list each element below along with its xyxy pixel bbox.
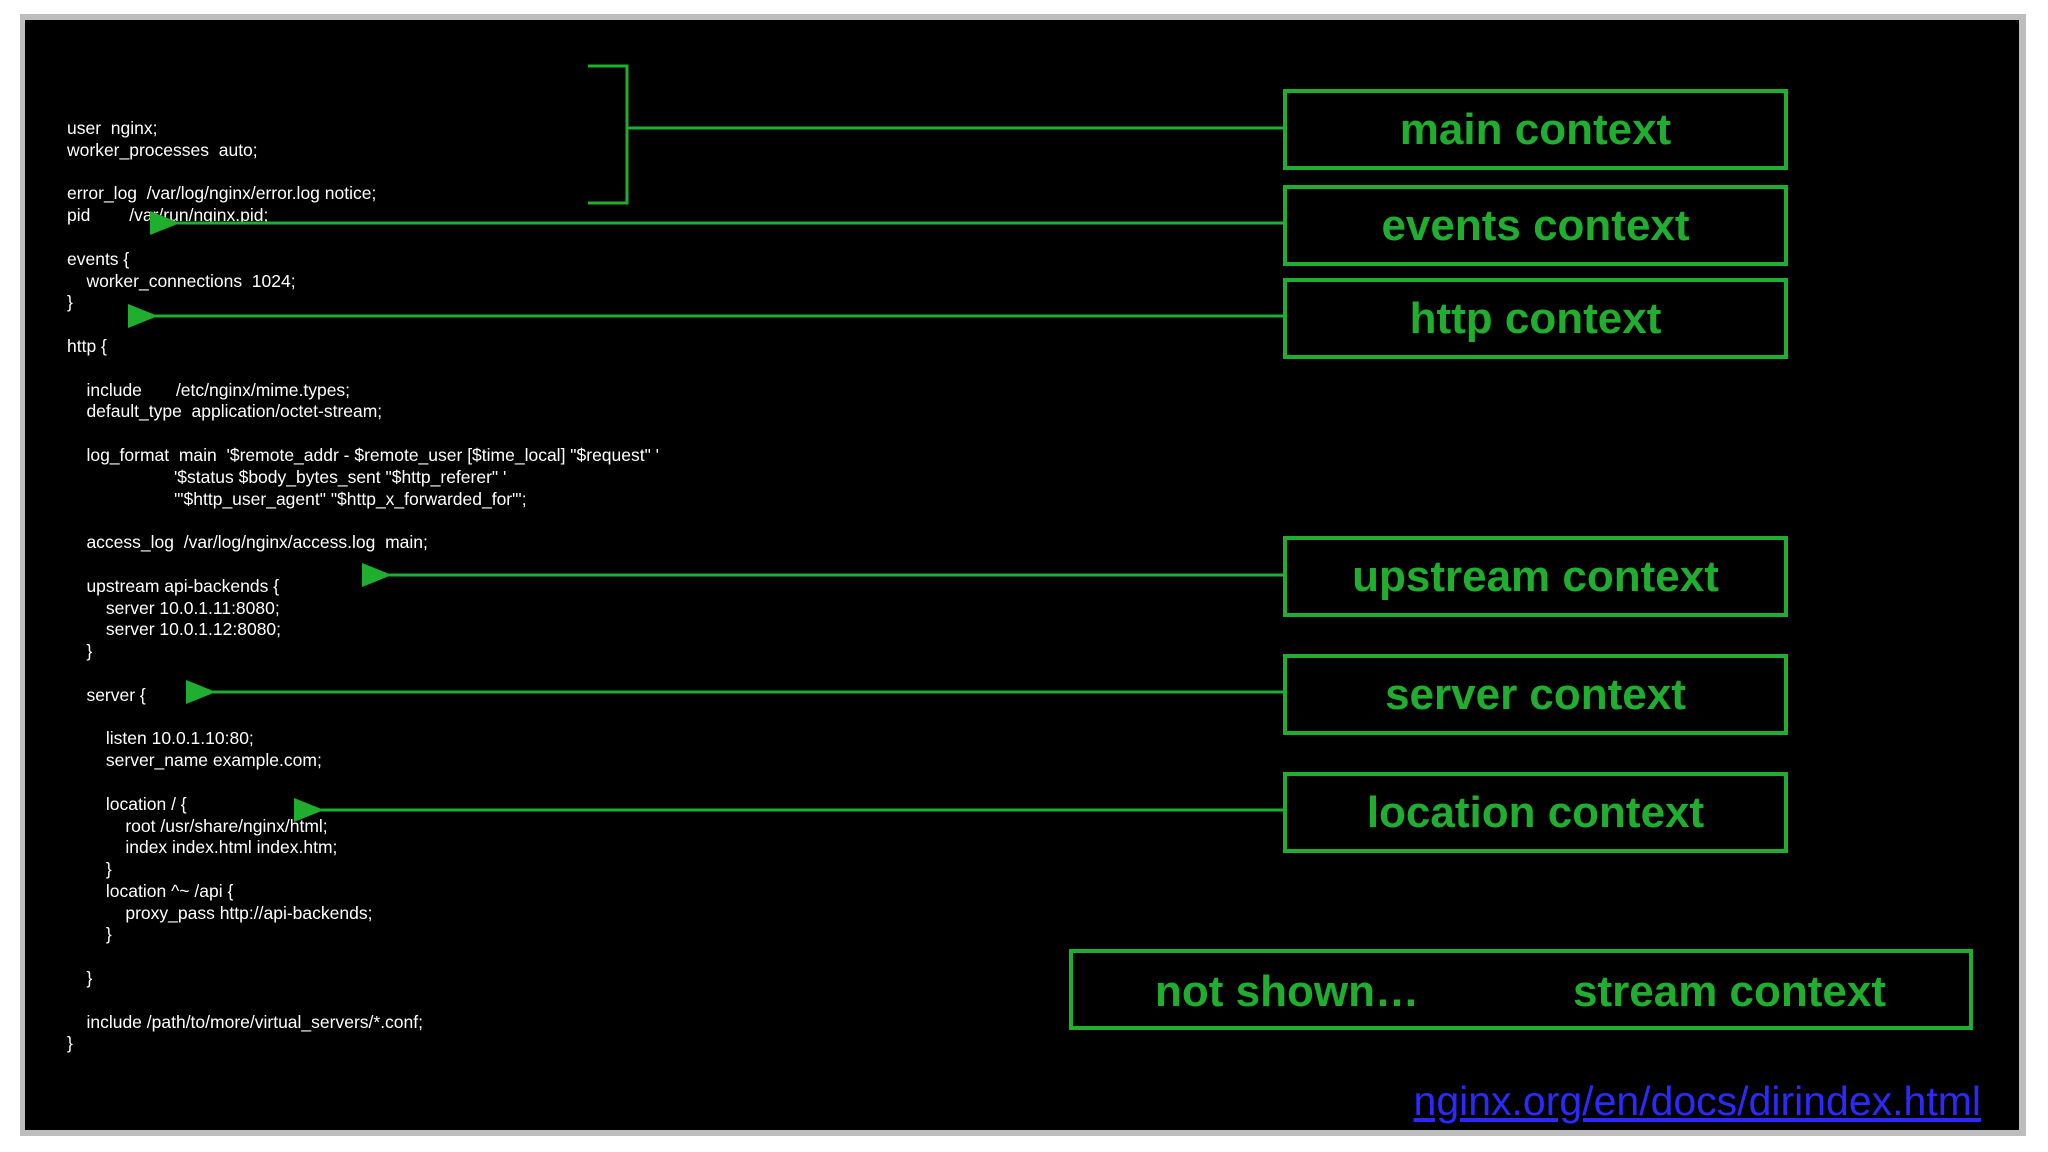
connector-lines	[128, 64, 1283, 822]
code-line: proxy_pass http://api-backends;	[67, 902, 373, 923]
code-line: upstream api-backends {	[67, 575, 280, 596]
code-line: include /etc/nginx/mime.types;	[67, 379, 351, 400]
events-context-label: events context	[1381, 200, 1690, 250]
code-line: location ^~ /api {	[67, 880, 234, 901]
code-line: http {	[67, 335, 107, 356]
code-line: server 10.0.1.11:8080;	[67, 597, 280, 618]
code-line: server 10.0.1.12:8080;	[67, 619, 282, 640]
code-line: default_type application/octet-stream;	[67, 401, 383, 422]
not-shown-label: not shown…	[1155, 967, 1419, 1016]
code-line: index index.html index.htm;	[67, 837, 338, 858]
location-context-label: location context	[1366, 787, 1705, 837]
location-context-box: location context	[1283, 772, 1788, 853]
code-line: '"$http_user_agent" "$http_x_forwarded_f…	[67, 488, 527, 509]
code-line: worker_processes auto;	[67, 139, 258, 160]
code-line: worker_connections 1024;	[67, 270, 296, 291]
code-line: }	[67, 859, 112, 880]
code-line: }	[67, 1033, 73, 1054]
code-line: root /usr/share/nginx/html;	[67, 815, 328, 836]
upstream-context-label: upstream context	[1352, 551, 1719, 601]
code-line: events {	[67, 248, 130, 269]
nginx-docs-link[interactable]: nginx.org/en/docs/dirindex.html	[1413, 1078, 1981, 1124]
upstream-context-box: upstream context	[1283, 536, 1788, 617]
code-line: location / {	[67, 793, 187, 814]
code-line: error_log /var/log/nginx/error.log notic…	[67, 183, 377, 204]
code-line: '$status $body_bytes_sent "$http_referer…	[67, 466, 507, 487]
main-context-label: main context	[1399, 104, 1672, 154]
code-line: }	[67, 641, 93, 662]
server-context-box: server context	[1283, 654, 1788, 735]
code-line: access_log /var/log/nginx/access.log mai…	[67, 532, 428, 553]
slide: user nginx;worker_processes auto; error_l…	[25, 20, 2019, 1130]
nginx-config-code: user nginx;worker_processes auto; error_l…	[67, 118, 659, 1055]
code-line: server {	[67, 684, 146, 705]
stream-context-box: not shown… stream context	[1069, 949, 1973, 1030]
main-context-bracket	[588, 64, 629, 205]
code-line: }	[67, 968, 93, 989]
stream-context-label: stream context	[1573, 967, 1887, 1016]
code-line: log_format main '$remote_addr - $remote_…	[67, 444, 660, 465]
code-line: listen 10.0.1.10:80;	[67, 728, 254, 749]
code-line: server_name example.com;	[67, 750, 322, 771]
code-line: include /path/to/more/virtual_servers/*.…	[67, 1011, 423, 1032]
http-context-label: http context	[1409, 293, 1662, 343]
main-context-box: main context	[1283, 89, 1788, 170]
events-context-box: events context	[1283, 185, 1788, 266]
server-context-label: server context	[1385, 669, 1686, 719]
code-line: user nginx;	[67, 118, 158, 138]
code-line: }	[67, 924, 112, 945]
code-line: }	[67, 292, 73, 313]
http-context-box: http context	[1283, 278, 1788, 359]
